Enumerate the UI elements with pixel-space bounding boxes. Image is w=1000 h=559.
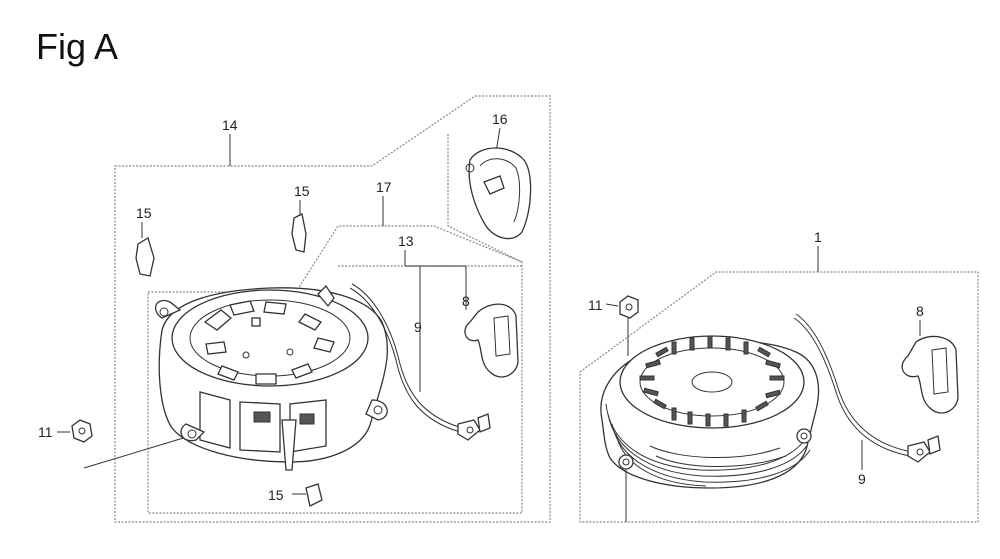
right-leaders (605, 246, 921, 522)
left-pawls (135, 213, 323, 507)
callout-left-assembly: 14 (222, 117, 238, 133)
left-leaders (57, 127, 501, 495)
left-recoil-housing (154, 284, 388, 471)
right-assembly-frame (579, 271, 979, 523)
callout-rope-right: 9 (858, 471, 866, 487)
guide-plate (465, 147, 532, 240)
pawl-left (135, 237, 155, 277)
right-nut (619, 295, 639, 356)
callout-rope-left: 9 (414, 319, 422, 335)
figure-title: Fig A (36, 26, 119, 67)
callout-pawl-left: 15 (136, 205, 152, 221)
callout-handle-right: 8 (916, 303, 924, 319)
callout-pawl-center: 15 (294, 183, 310, 199)
pawl-center (291, 213, 307, 253)
callout-nut-right: 11 (588, 297, 603, 313)
callout-guide-plate: 16 (492, 111, 508, 127)
callout-rope-group: 13 (398, 233, 414, 249)
right-recoil-housing (600, 335, 820, 510)
left-nut (71, 419, 93, 443)
left-handle (464, 303, 519, 378)
callout-pawl-bottom: 15 (268, 487, 284, 503)
callout-handle-left: 8 (462, 293, 470, 309)
right-vent-slots (639, 335, 785, 427)
left-rope (349, 283, 491, 441)
callout-nut-left: 11 (38, 424, 53, 440)
right-rope (793, 313, 941, 463)
callout-labels: 14 15 15 15 17 16 13 8 9 11 1 11 8 9 (38, 111, 924, 503)
callout-spring-group: 17 (376, 179, 392, 195)
callout-right-assembly: 1 (814, 229, 822, 245)
right-handle (901, 335, 959, 414)
pawl-bottom (305, 483, 323, 507)
